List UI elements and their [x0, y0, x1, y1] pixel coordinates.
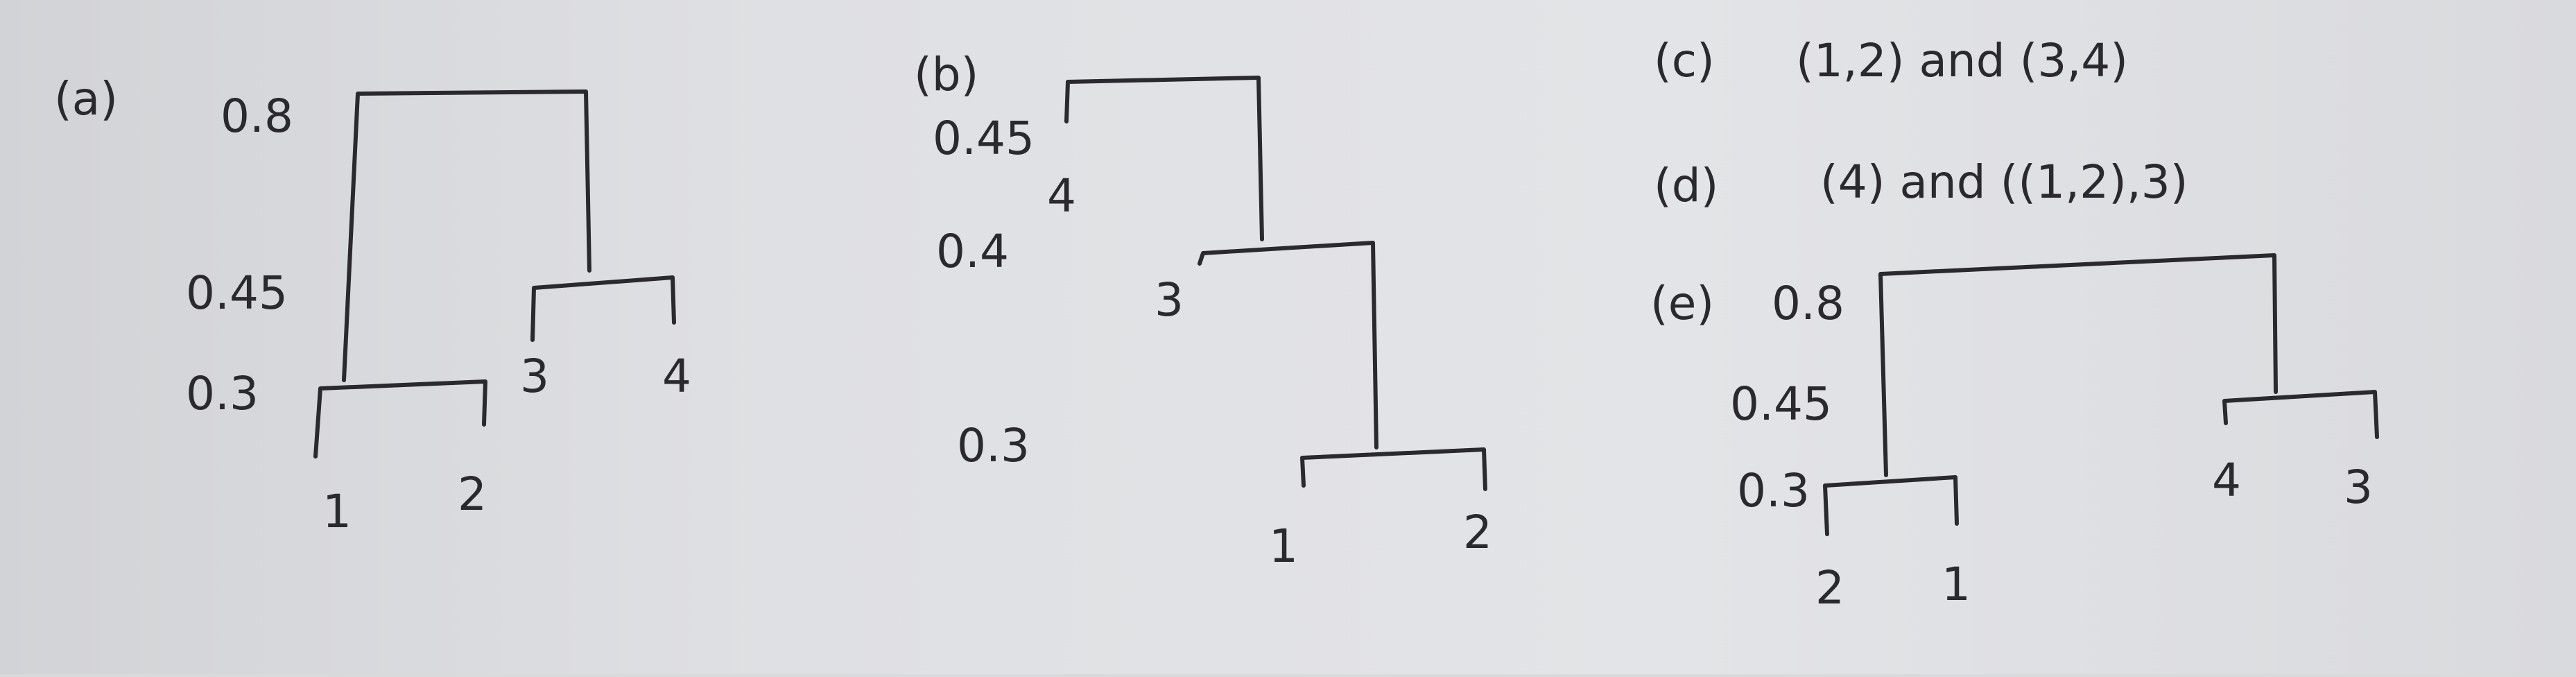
panel-a-leaf-4: 4 [662, 350, 691, 403]
panel-b: (b) 0.45 0.4 0.3 4 3 1 2 [914, 48, 1492, 573]
panel-a-leaf-2: 2 [458, 468, 487, 521]
panel-b-leaf-4: 4 [1047, 169, 1076, 223]
panel-b-merge-top [1064, 76, 1264, 241]
panel-e: (e) 0.8 0.45 0.3 2 1 4 3 [1650, 253, 2379, 615]
panel-c-label: (c) [1654, 34, 1715, 87]
panel-e-label: (e) [1650, 277, 1714, 330]
panel-a-height-mid: 0.45 [186, 266, 288, 320]
panel-c-text: (1,2) and (3,4) [1796, 34, 2128, 87]
panel-c: (c) (1,2) and (3,4) [1654, 34, 2128, 87]
panel-a-height-top: 0.8 [221, 89, 293, 143]
panel-a-leaf-3: 3 [520, 350, 549, 403]
panel-e-merge-2-1 [1823, 475, 1959, 536]
panel-d-text: (4) and ((1,2),3) [1820, 155, 2188, 209]
panel-e-merge-top [1878, 253, 2278, 477]
panel-b-merge-3 [1198, 241, 1378, 449]
panel-e-leaf-3: 3 [2344, 461, 2373, 514]
panel-b-label: (b) [914, 48, 978, 101]
panel-a-height-low: 0.3 [186, 367, 259, 420]
panel-e-leaf-1: 1 [1942, 558, 1971, 611]
panel-e-height-low: 0.3 [1737, 464, 1810, 517]
panel-e-merge-4-3 [2222, 390, 2379, 439]
panel-b-merge-1-2 [1300, 447, 1487, 491]
panel-e-height-top: 0.8 [1772, 277, 1844, 330]
panel-b-height-low: 0.3 [957, 419, 1030, 472]
panel-a: (a) 0.8 0.45 0.3 1 2 3 4 [54, 72, 691, 538]
panel-e-leaf-4: 4 [2212, 454, 2241, 507]
panel-a-label: (a) [54, 72, 118, 126]
panel-e-height-mid: 0.45 [1730, 377, 1832, 431]
panel-e-leaf-2: 2 [1815, 561, 1844, 615]
panel-a-merge-1-2 [313, 379, 487, 459]
panel-b-leaf-1: 1 [1269, 520, 1298, 573]
panel-d-label: (d) [1654, 159, 1718, 212]
panel-b-leaf-3: 3 [1155, 273, 1184, 327]
panel-b-leaf-2: 2 [1463, 506, 1492, 559]
panel-a-merge-3-4 [530, 275, 676, 342]
panel-b-height-top: 0.45 [933, 112, 1035, 165]
panel-a-leaf-1: 1 [322, 485, 352, 538]
panel-d: (d) (4) and ((1,2),3) [1654, 155, 2188, 212]
panel-b-height-mid: 0.4 [936, 225, 1009, 278]
panel-a-merge-top [342, 89, 591, 382]
